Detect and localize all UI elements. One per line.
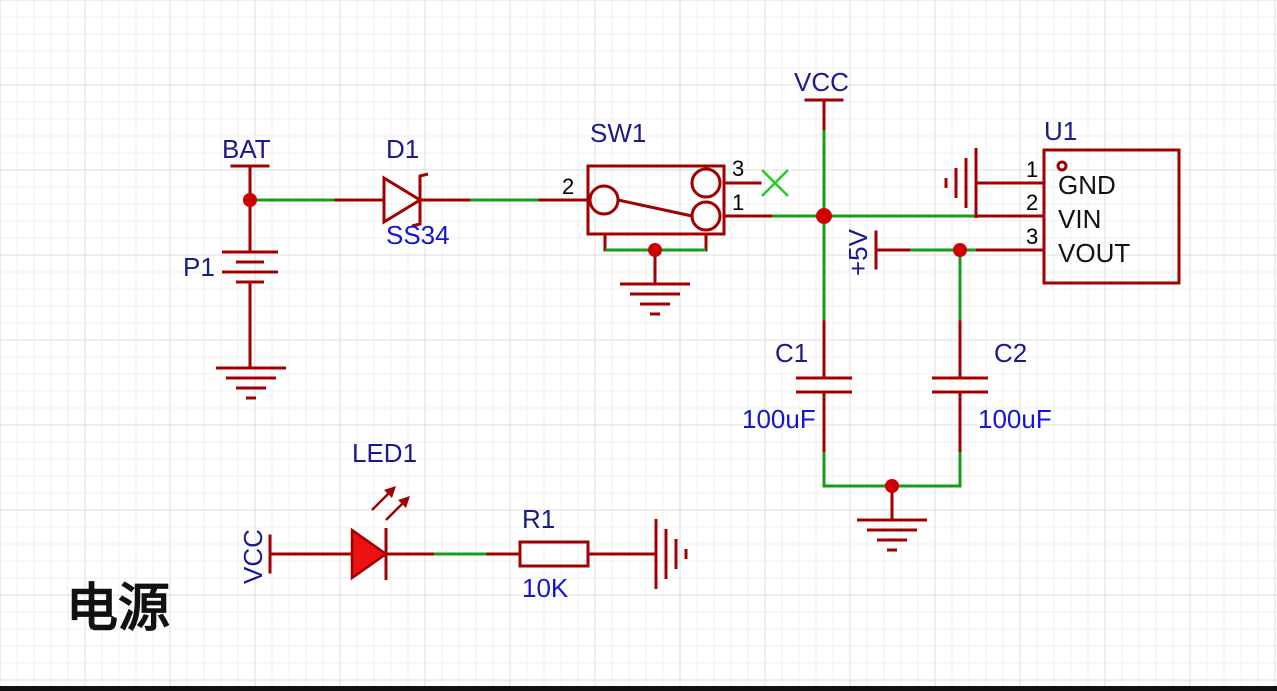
vcc-left-net-label: VCC (238, 529, 268, 584)
vcc-top-port (804, 98, 844, 132)
junction-sw1-gnd (648, 243, 662, 257)
bat-p1-battery[interactable] (222, 164, 278, 370)
regulator-u1[interactable] (974, 148, 1181, 285)
vcc-top-net-label: VCC (794, 67, 849, 97)
page-title: 电源 (66, 579, 170, 639)
sw1-pin-2: 2 (562, 174, 574, 199)
junction-caps-gnd (885, 479, 899, 493)
no-connect-marker (761, 169, 789, 197)
r1-ref: R1 (522, 504, 555, 534)
ground-symbol-r1 (654, 519, 688, 589)
u1-pin-3-num: 3 (1026, 224, 1038, 249)
c2-ref: C2 (994, 338, 1027, 368)
bat-label: BAT (222, 134, 271, 164)
switch-sw1[interactable] (538, 164, 774, 286)
junction-vout (953, 243, 967, 257)
plus5v-port (874, 230, 912, 270)
ground-symbol-u1 (944, 148, 978, 218)
u1-ref: U1 (1044, 116, 1077, 146)
r1-value: 10K (522, 573, 569, 603)
u1-pin-1-num: 1 (1026, 157, 1038, 182)
led1-ref: LED1 (352, 438, 417, 468)
d1-value: SS34 (386, 220, 450, 250)
junction-bat (243, 193, 257, 207)
u1-pin-vin: VIN (1058, 204, 1101, 234)
p1-ref: P1 (183, 252, 215, 282)
c1-value: 100uF (742, 404, 816, 434)
ground-symbol-p1 (216, 366, 286, 400)
u1-pin-2-num: 2 (1026, 190, 1038, 215)
sw1-pin-1: 1 (732, 190, 744, 215)
sw1-ref: SW1 (590, 118, 646, 148)
u1-pin-gnd: GND (1058, 170, 1116, 200)
vcc-left-port (268, 534, 354, 574)
u1-pin-vout: VOUT (1058, 238, 1130, 268)
junction-vcc (816, 208, 832, 224)
led-led1[interactable] (350, 486, 436, 581)
plus5v-net-label: +5V (843, 228, 873, 276)
c2-value: 100uF (978, 404, 1052, 434)
ground-symbol-caps (857, 518, 927, 552)
capacitor-c2[interactable] (932, 320, 988, 454)
d1-ref: D1 (386, 134, 419, 164)
resistor-r1[interactable] (486, 540, 658, 568)
bottom-border (0, 686, 1277, 691)
sw1-pin-3: 3 (732, 156, 744, 181)
capacitor-c1[interactable] (796, 320, 852, 454)
ground-symbol-sw1 (620, 282, 690, 316)
diode-d1[interactable] (334, 172, 472, 228)
junction-dots (243, 193, 967, 493)
c1-ref: C1 (775, 338, 808, 368)
